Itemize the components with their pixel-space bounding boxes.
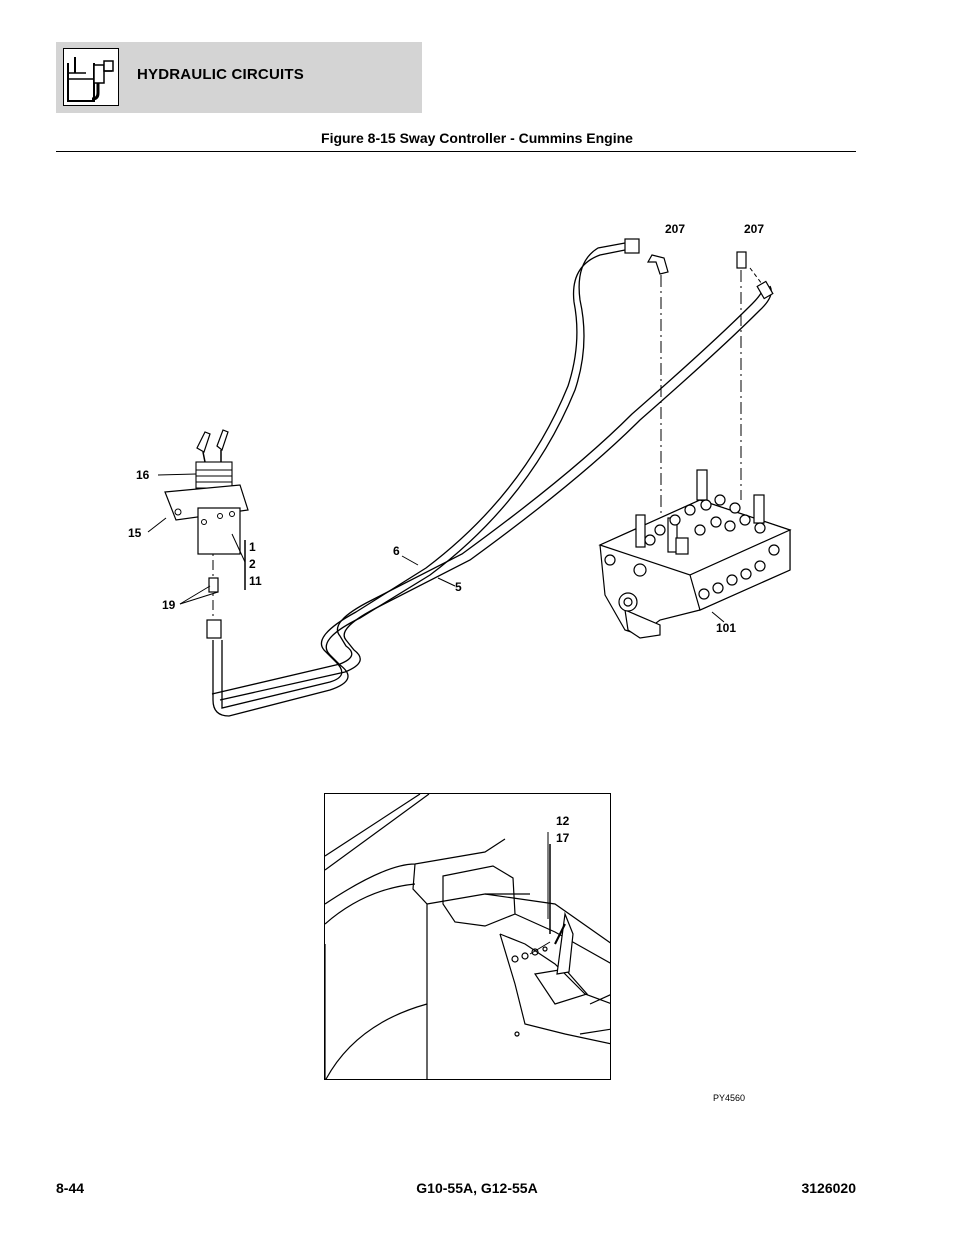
cab-console-drawing [325,794,610,1079]
page-number: 8-44 [56,1180,85,1196]
callout-15: 15 [128,526,142,540]
document-number: 3126020 [801,1180,856,1196]
callout-16: 16 [136,468,150,482]
callout-207-left: 207 [665,222,686,236]
drawing-reference: PY4560 [713,1093,746,1103]
callout-19: 19 [162,598,176,612]
figure-title: Figure 8-15 Sway Controller - Cummins En… [321,130,633,146]
hose-6 [212,242,626,717]
callout-11: 11 [249,574,262,588]
hydraulic-reservoir-icon [63,48,119,106]
callout-5: 5 [455,580,462,594]
model-number: G10-55A, G12-55A [416,1180,538,1196]
callout-12: 12 [556,814,570,828]
callout-2: 2 [249,557,256,571]
callout-6: 6 [393,544,400,558]
section-title: HYDRAULIC CIRCUITS [137,66,304,83]
cab-console-inset [324,793,611,1080]
callout-207-right: 207 [744,222,765,236]
control-valve-101 [598,469,792,639]
callout-1: 1 [249,540,256,554]
callout-101: 101 [716,621,737,635]
hose-5 [219,285,772,701]
header-rule [56,151,856,152]
hydraulic-diagram [147,238,792,717]
callout-17: 17 [556,831,570,845]
